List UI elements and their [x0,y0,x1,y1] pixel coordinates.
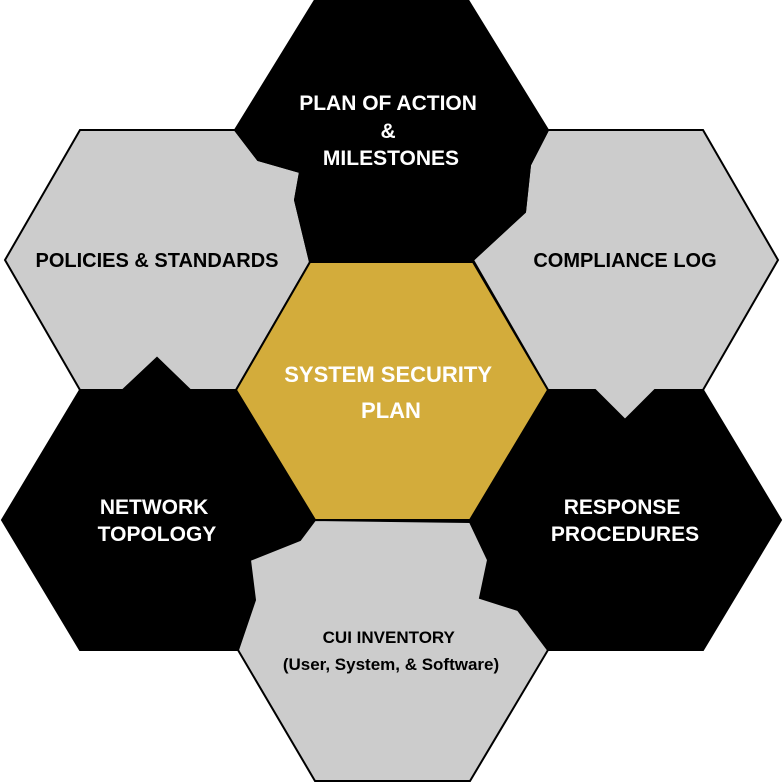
label-line: PROCEDURES [551,523,699,546]
hexagon-system-security-plan [234,261,550,521]
label-line: NETWORK [100,496,209,519]
label-line: (User, System, & Software) [283,655,499,674]
label-cui-inventory: CUI INVENTORY (User, System, & Software) [283,628,499,674]
label-line: POLICIES & STANDARDS [36,250,279,272]
label-line: SYSTEM SECURITY [284,362,492,387]
label-line: & [380,120,395,143]
label-plan-of-action: PLAN OF ACTION & MILESTONES [299,92,483,170]
label-line: PLAN OF ACTION [299,92,477,115]
label-policies-standards: POLICIES & STANDARDS [36,250,279,272]
label-network-topology: NETWORK TOPOLOGY [98,496,217,546]
label-line: MILESTONES [323,147,459,170]
hexagon-cui-inventory [236,518,550,782]
label-response-procedures: RESPONSE PROCEDURES [551,496,699,546]
label-compliance-log: COMPLIANCE LOG [533,250,716,272]
label-line: RESPONSE [564,496,681,519]
label-system-security-plan: SYSTEM SECURITY PLAN [284,362,498,423]
label-line: TOPOLOGY [98,523,217,546]
label-line: PLAN [361,398,421,423]
label-line: CUI INVENTORY [323,628,456,647]
label-line: COMPLIANCE LOG [533,250,716,272]
